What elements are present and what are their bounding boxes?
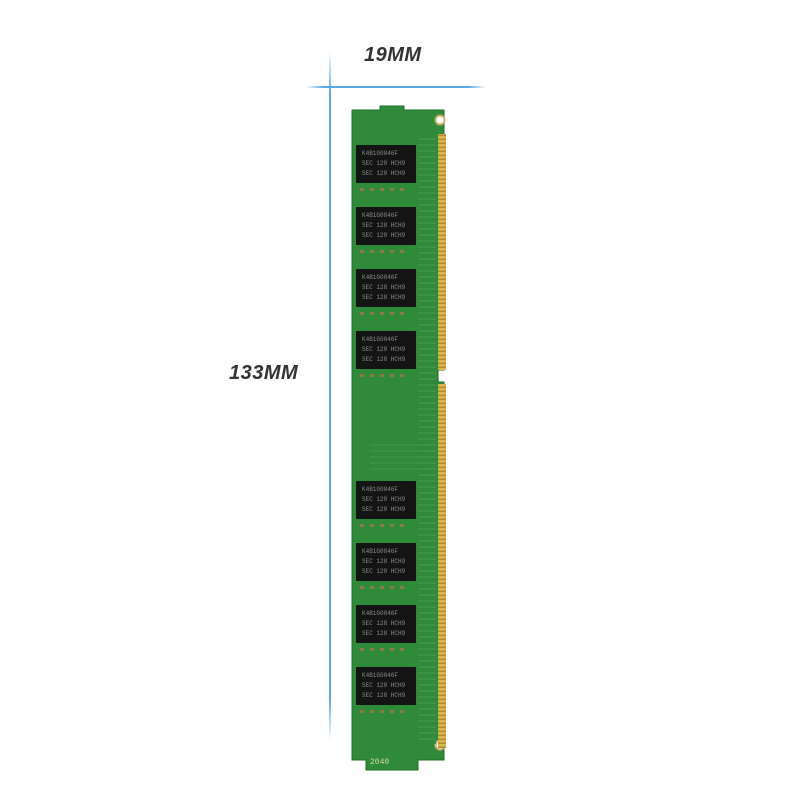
chip-marking: SEC 128 HCH9 [362,496,406,503]
chip-marking: K4B1G0846F [362,610,398,617]
memory-chip [356,481,416,519]
chip-marking: SEC 128 HCH9 [362,682,406,689]
memory-chip [356,543,416,581]
chip-marking: SEC 128 HCH9 [362,620,406,627]
chip-marking: SEC 128 HCH9 [362,170,406,177]
memory-chip [356,667,416,705]
chip-marking: K4B1G0846F [362,672,398,679]
memory-chip [356,269,416,307]
gold-contacts-upper [438,134,446,370]
memory-chip [356,331,416,369]
chip-marking: SEC 128 HCH9 [362,356,406,363]
chip-marking: SEC 128 HCH9 [362,232,406,239]
chip-marking: SEC 128 HCH9 [362,222,406,229]
chip-marking: K4B1G0846F [362,212,398,219]
chip-marking: SEC 128 HCH9 [362,558,406,565]
chip-marking: K4B1G0846F [362,548,398,555]
chip-marking: SEC 128 HCH9 [362,630,406,637]
smd-components [360,188,404,713]
chip-marking: SEC 128 HCH9 [362,160,406,167]
height-dimension-label: 133MM [229,362,299,384]
chip-marking: SEC 128 HCH9 [362,294,406,301]
mounting-hole [434,114,446,126]
chip-marking: K4B1G0846F [362,150,398,157]
memory-chip [356,605,416,643]
width-dimension-label: 19MM [364,44,422,66]
memory-chip [356,145,416,183]
chip-marking: SEC 128 HCH9 [362,506,406,513]
width-dimension-line [306,86,486,88]
chip-marking: SEC 128 HCH9 [362,568,406,575]
pcb-code-label: 2040 [370,758,389,767]
chip-marking: SEC 128 HCH9 [362,284,406,291]
chip-marking: K4B1G0846F [362,486,398,493]
memory-chip [356,207,416,245]
chip-marking: K4B1G0846F [362,274,398,281]
chip-marking: SEC 128 HCH9 [362,346,406,353]
pcb-traces-middle [370,440,430,470]
pcb-traces [418,134,436,744]
chip-marking: SEC 128 HCH9 [362,692,406,699]
chip-marking: K4B1G0846F [362,336,398,343]
height-dimension-line [329,52,331,740]
gold-contacts-lower [438,384,446,748]
